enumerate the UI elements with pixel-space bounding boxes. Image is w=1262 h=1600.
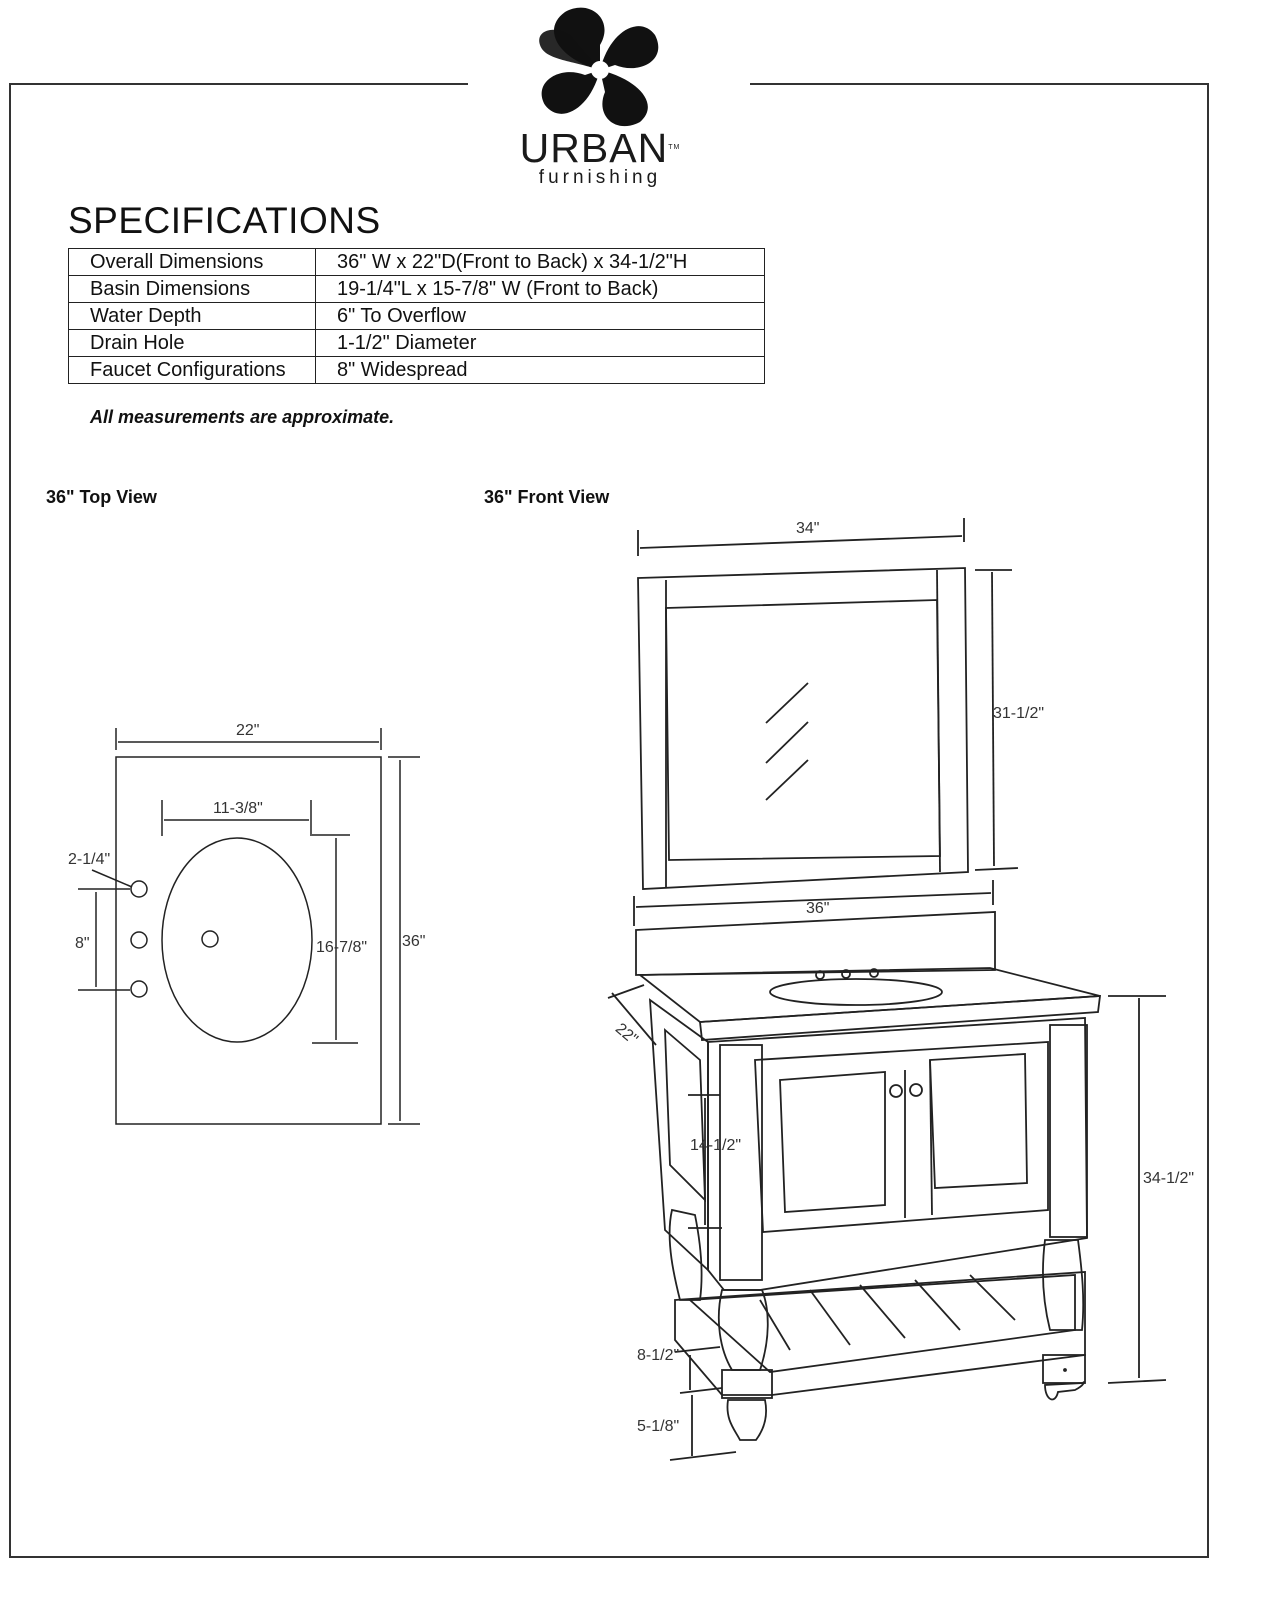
mirror-drawing bbox=[633, 518, 1019, 926]
top-view-title: 36" Top View bbox=[46, 487, 157, 507]
spec-label: Faucet Configurations bbox=[68, 356, 316, 384]
top-faucet-spread-label: 8" bbox=[75, 935, 90, 952]
spec-value: 36" W x 22"D(Front to Back) x 34-1/2"H bbox=[315, 248, 765, 276]
front-depth-label: 22" bbox=[612, 1020, 641, 1048]
top-basin-width-label: 11-3/8" bbox=[213, 800, 263, 817]
front-cabinet-height-label: 14-1/2" bbox=[690, 1137, 741, 1154]
front-height-label: 34-1/2" bbox=[1143, 1170, 1194, 1187]
spec-label: Drain Hole bbox=[68, 329, 316, 357]
front-shelf-height-label: 8-1/2" bbox=[637, 1347, 679, 1364]
top-view-drawing bbox=[78, 728, 420, 1125]
brand-tagline: furnishing bbox=[538, 167, 662, 188]
top-faucet-offset-label: 2-1/4" bbox=[68, 851, 110, 868]
front-view-title: 36" Front View bbox=[484, 487, 610, 507]
spec-value: 6" To Overflow bbox=[315, 302, 765, 330]
spec-label: Water Depth bbox=[68, 302, 316, 330]
measurement-note: All measurements are approximate. bbox=[90, 407, 395, 427]
brand-name: URBAN bbox=[519, 125, 669, 171]
page-frame bbox=[9, 83, 1209, 1558]
spec-label: Basin Dimensions bbox=[68, 275, 316, 303]
spec-value: 1-1/2" Diameter bbox=[315, 329, 765, 357]
front-vanity-width-label: 36" bbox=[806, 900, 829, 917]
spec-value: 19-1/4"L x 15-7/8" W (Front to Back) bbox=[315, 275, 765, 303]
trademark: TM bbox=[668, 144, 681, 151]
page-title: SPECIFICATIONS bbox=[68, 200, 381, 241]
brand-logo-icon bbox=[539, 7, 659, 127]
spec-label: Overall Dimensions bbox=[68, 248, 316, 276]
front-mirror-width-label: 34" bbox=[796, 520, 819, 537]
spec-value: 8" Widespread bbox=[315, 356, 765, 384]
brand-logo: URBANTM furnishing bbox=[500, 128, 700, 188]
top-length-label: 36" bbox=[402, 933, 425, 950]
vanity-drawing bbox=[607, 911, 1167, 1461]
front-mirror-height-label: 31-1/2" bbox=[993, 705, 1044, 722]
top-basin-length-label: 16-7/8" bbox=[316, 939, 367, 956]
front-leg-height-label: 5-1/8" bbox=[637, 1418, 679, 1435]
top-width-label: 22" bbox=[236, 722, 259, 739]
